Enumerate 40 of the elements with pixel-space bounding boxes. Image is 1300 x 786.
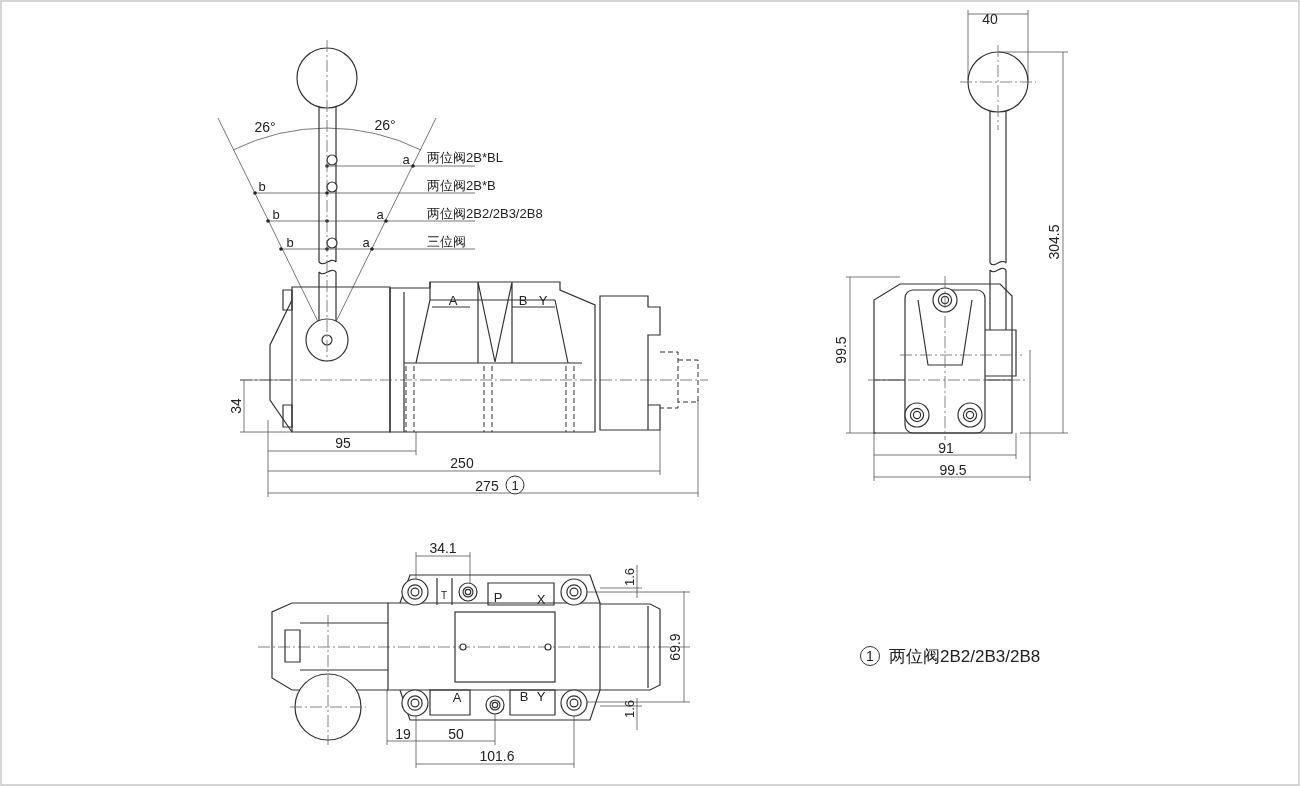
position-letter: b: [272, 207, 280, 221]
dimension-text: 34: [229, 398, 243, 414]
port-label: Y: [536, 689, 546, 703]
dimension-text: 275: [475, 479, 499, 493]
port-label: P: [493, 590, 503, 604]
position-label: 两位阀2B*B: [427, 178, 496, 192]
position-label: 三位阀: [427, 234, 466, 248]
dimension-text: 19: [395, 727, 411, 741]
dimension-text: 91: [938, 441, 954, 455]
position-letter: b: [258, 179, 266, 193]
position-letter: a: [362, 235, 370, 249]
callout-number: 1: [505, 475, 525, 495]
port-label: A: [452, 690, 462, 704]
note-text: 两位阀2B2/2B3/2B8: [889, 647, 1041, 665]
position-letter: a: [376, 207, 384, 221]
dimension-text: 1.6: [622, 699, 636, 719]
port-label: B: [519, 689, 529, 703]
dimension-text: 99.5: [939, 463, 967, 477]
dimension-text: 34.1: [429, 541, 457, 555]
dimension-text: 95: [335, 436, 351, 450]
dimension-text: 50: [448, 727, 464, 741]
dimension-text: 1.6: [622, 567, 636, 587]
angle-label: 26°: [254, 120, 276, 134]
port-label: T: [440, 591, 448, 601]
position-label: 两位阀2B2/2B3/2B8: [427, 206, 543, 220]
position-letter: a: [402, 152, 410, 166]
callout-number: 1: [860, 646, 880, 666]
port-label: B: [518, 293, 528, 307]
dimension-text: 304.5: [1047, 224, 1061, 260]
position-letter: b: [286, 235, 294, 249]
port-label: X: [536, 592, 546, 606]
dimension-text: 40: [982, 12, 998, 26]
port-label: Y: [538, 293, 548, 307]
position-label: 两位阀2B*BL: [427, 150, 503, 164]
port-label: A: [448, 293, 458, 307]
angle-label: 26°: [374, 118, 396, 132]
dimension-text: 250: [450, 456, 474, 470]
dimension-text: 69.9: [668, 633, 682, 661]
dimension-text: 101.6: [479, 749, 515, 763]
dimension-text: 99.5: [834, 336, 848, 364]
